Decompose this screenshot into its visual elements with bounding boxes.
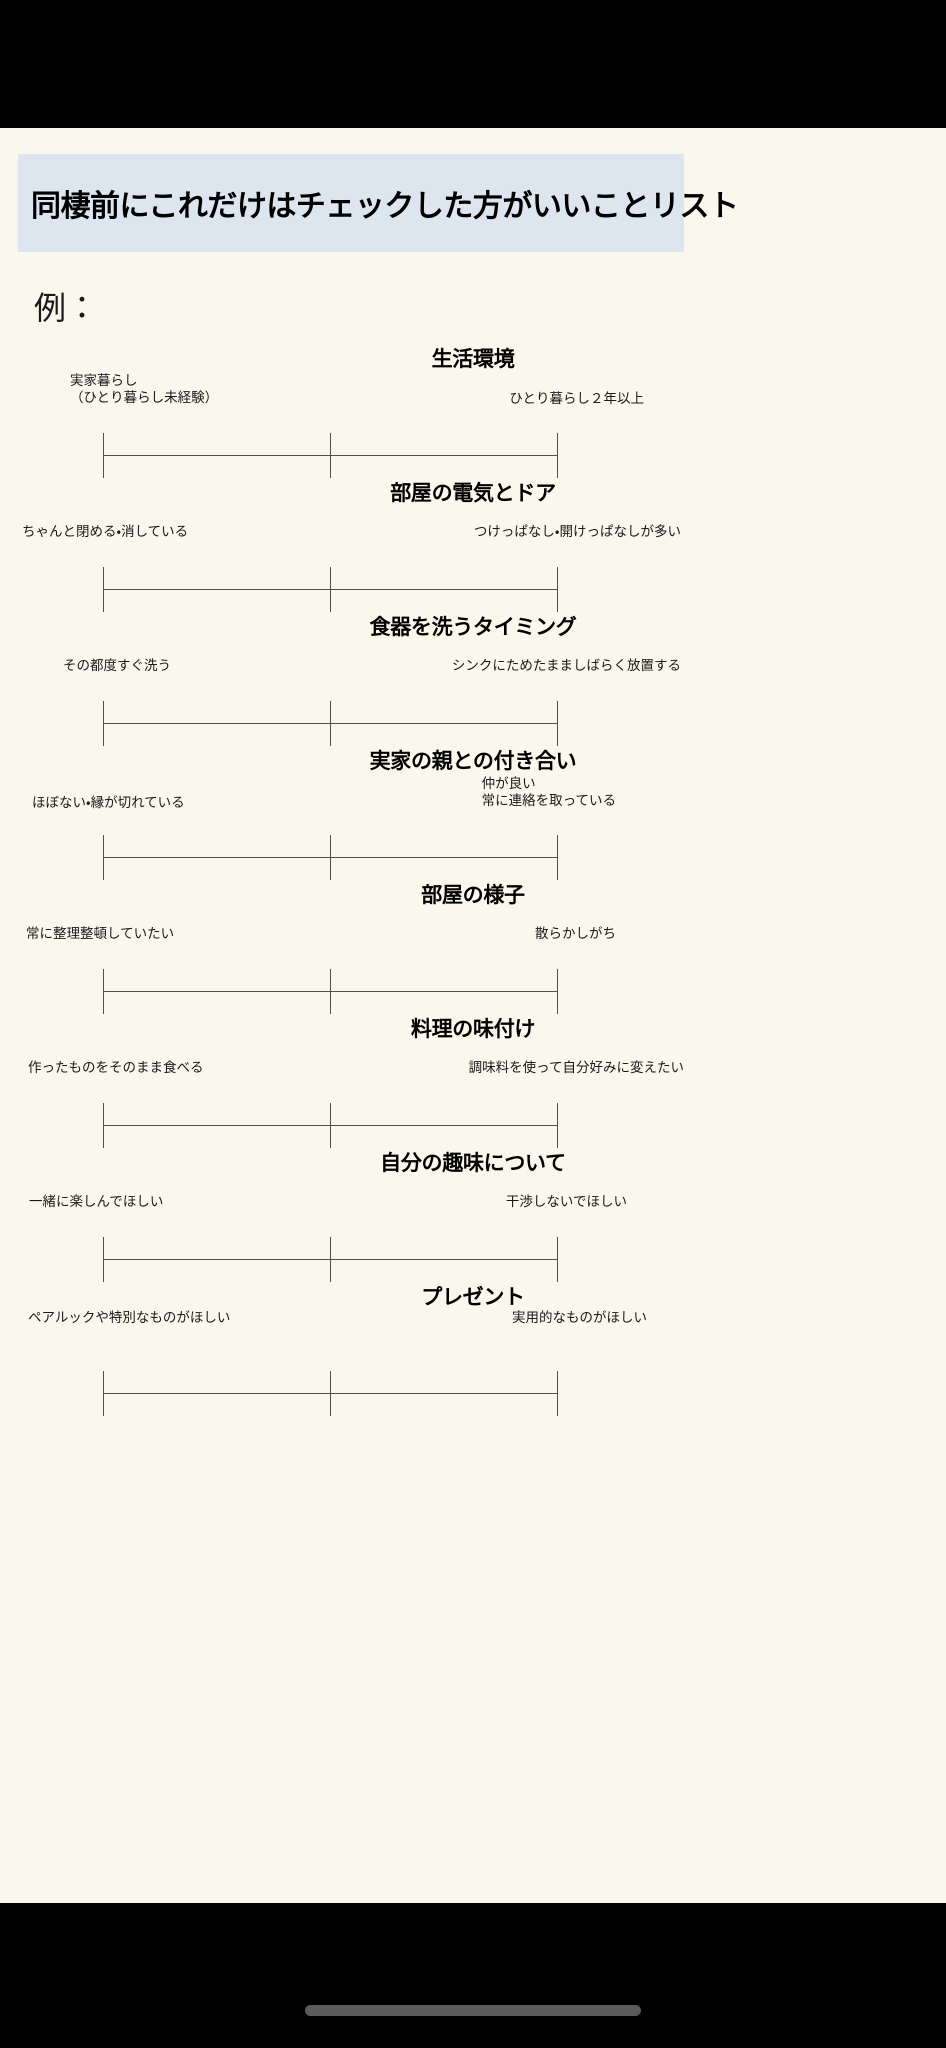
page-title: 同棲前にこれだけはチェックした方がいいことリスト (31, 190, 739, 223)
scale-heading: 部屋の電気とドア (390, 482, 556, 505)
scale-right-label-line1: ひとり暮らし２年以上 (509, 391, 644, 406)
scale-right-label-line1: 干渉しないでほしい (505, 1194, 627, 1209)
title-banner: 同棲前にこれだけはチェックした方がいいことリスト (18, 154, 739, 252)
ruler-tick-left (103, 1237, 104, 1282)
scale-ruler[interactable] (103, 567, 558, 612)
scale-right-label: 散らかしがち (535, 926, 616, 943)
scale-right-label: シンクにためたまましばらく放置する (452, 658, 681, 675)
scale-left-label-line1: その都度すぐ洗う (63, 658, 171, 673)
scale-right-label-line2: 常に連絡を取っている (481, 792, 616, 808)
scale-right-label-line1: シンクにためたまましばらく放置する (451, 658, 681, 673)
scale-block: 部屋の電気とドア ちゃんと閉める・消している つけっぱなし・開けっぱなしが多い (0, 477, 946, 612)
scale-heading: 実家の親との付き合い (369, 750, 577, 773)
scale-right-label-line1: 実用的なものがほしい (512, 1310, 647, 1325)
scale-right-label: 実用的なものがほしい (512, 1310, 647, 1327)
scale-block: 自分の趣味について 一緒に楽しんでほしい 干渉しないでほしい (0, 1147, 946, 1282)
scale-right-label-line1: 仲が良い (481, 776, 536, 791)
ruler-tick-mid (330, 433, 331, 478)
ruler-tick-right (557, 701, 558, 746)
scale-right-label: 仲が良い 常に連絡を取っている (482, 776, 616, 810)
scale-left-label-line1: 一緒に楽しんでほしい (29, 1194, 164, 1209)
bottom-system-area (0, 1903, 946, 2048)
scale-left-label-line1: 作ったものをそのまま食べる (28, 1060, 204, 1075)
ruler-tick-right (557, 433, 558, 478)
ruler-tick-mid (330, 1237, 331, 1282)
ruler-tick-mid (330, 1371, 331, 1416)
scale-block: 食器を洗うタイミング その都度すぐ洗う シンクにためたまましばらく放置する (0, 611, 946, 746)
status-bar (0, 0, 946, 128)
ruler-tick-mid (330, 567, 331, 612)
ruler-tick-right (557, 1103, 558, 1148)
ruler-tick-mid (330, 835, 331, 880)
scale-right-label: 調味料を使って自分好みに変えたい (469, 1060, 684, 1077)
scale-left-label: その都度すぐ洗う (63, 658, 171, 675)
scale-ruler[interactable] (103, 433, 558, 478)
scale-heading: 部屋の様子 (421, 884, 525, 907)
scale-ruler[interactable] (103, 1237, 558, 1282)
scale-left-label: ペアルックや特別なものがほしい (28, 1310, 230, 1327)
scale-left-label-line1: ちゃんと閉める・消している (22, 524, 189, 539)
scale-block: プレゼント ペアルックや特別なものがほしい 実用的なものがほしい (0, 1281, 946, 1416)
scale-block: 生活環境 実家暮らし （ひとり暮らし未経験） ひとり暮らし２年以上 (0, 343, 946, 478)
scale-left-label: 常に整理整頓していたい (26, 926, 174, 943)
example-label: 例： (34, 290, 99, 326)
ruler-tick-left (103, 701, 104, 746)
scale-ruler[interactable] (103, 1371, 558, 1416)
scale-left-label: 一緒に楽しんでほしい (29, 1194, 163, 1211)
ruler-tick-right (557, 567, 558, 612)
scale-ruler[interactable] (103, 701, 558, 746)
scale-right-label: ひとり暮らし２年以上 (509, 391, 644, 408)
ruler-tick-right (557, 969, 558, 1014)
scale-heading: 食器を洗うタイミング (369, 616, 577, 639)
scale-heading: 生活環境 (431, 348, 515, 371)
scale-left-label: ちゃんと閉める・消している (22, 524, 188, 541)
scale-heading: 自分の趣味について (380, 1152, 566, 1175)
scale-left-label-line1: ほぼない・縁が切れている (32, 795, 185, 810)
ruler-tick-left (103, 835, 104, 880)
ruler-tick-left (103, 567, 104, 612)
ruler-tick-mid (330, 1103, 331, 1148)
scale-left-label-line2: （ひとり暮らし未経験） (70, 389, 219, 405)
scale-ruler[interactable] (103, 835, 558, 880)
ruler-tick-left (103, 1371, 104, 1416)
ruler-tick-mid (330, 701, 331, 746)
scale-ruler[interactable] (103, 969, 558, 1014)
scale-left-label-line1: 常に整理整頓していたい (26, 926, 175, 941)
scale-left-label: ほぼない・縁が切れている (32, 795, 185, 812)
ruler-tick-right (557, 1237, 558, 1282)
scale-left-label-line1: ペアルックや特別なものがほしい (28, 1310, 231, 1325)
scale-heading: プレゼント (421, 1286, 525, 1309)
scale-right-label: つけっぱなし・開けっぱなしが多い (474, 524, 681, 541)
scale-left-label: 作ったものをそのまま食べる (28, 1060, 204, 1077)
scale-block: 部屋の様子 常に整理整頓していたい 散らかしがち (0, 879, 946, 1014)
scale-left-label-line1: 実家暮らし (70, 373, 138, 388)
ruler-tick-left (103, 1103, 104, 1148)
scale-left-label: 実家暮らし （ひとり暮らし未経験） (70, 373, 218, 407)
scale-list: 生活環境 実家暮らし （ひとり暮らし未経験） ひとり暮らし２年以上 部屋の電気と… (0, 343, 946, 1416)
scale-right-label-line1: 調味料を使って自分好みに変えたい (468, 1060, 684, 1075)
scale-block: 料理の味付け 作ったものをそのまま食べる 調味料を使って自分好みに変えたい (0, 1013, 946, 1148)
ruler-tick-right (557, 1371, 558, 1416)
scale-right-label-line1: つけっぱなし・開けっぱなしが多い (473, 524, 681, 539)
scale-right-label-line1: 散らかしがち (535, 926, 616, 941)
ruler-tick-left (103, 433, 104, 478)
ruler-tick-right (557, 835, 558, 880)
ruler-tick-left (103, 969, 104, 1014)
scale-heading: 料理の味付け (410, 1018, 536, 1041)
scale-right-label: 干渉しないでほしい (506, 1194, 627, 1211)
ruler-tick-mid (330, 969, 331, 1014)
scale-block: 実家の親との付き合い ほぼない・縁が切れている 仲が良い 常に連絡を取っている (0, 745, 946, 880)
scale-ruler[interactable] (103, 1103, 558, 1148)
document-canvas: 同棲前にこれだけはチェックした方がいいことリスト 例： 生活環境 実家暮らし （… (0, 128, 946, 1903)
home-indicator[interactable] (305, 2005, 641, 2016)
